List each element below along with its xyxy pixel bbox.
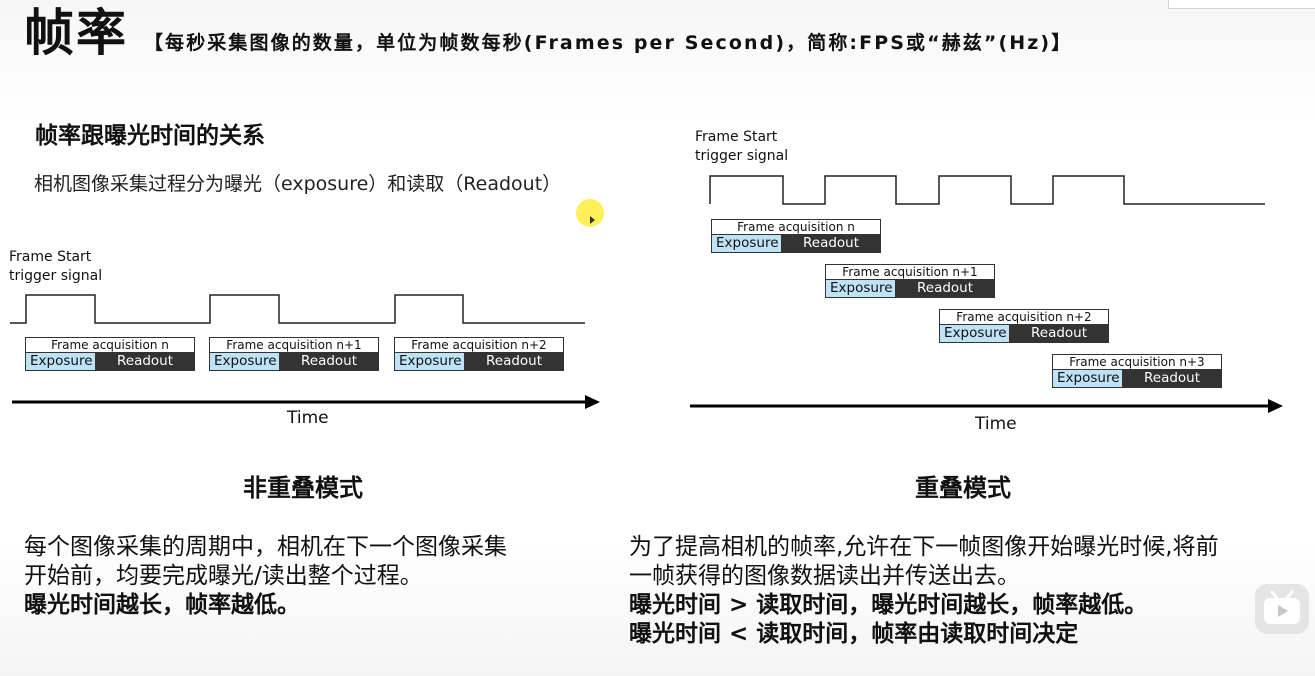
right-acquisition-n: Frame acquisition n Exposure Readout — [711, 219, 881, 253]
exposure-segment: Exposure — [394, 352, 464, 371]
right-trigger-label-line2: trigger signal — [695, 148, 789, 164]
readout-segment: Readout — [895, 279, 995, 298]
right-acquisition-n1: Frame acquisition n+1 Exposure Readout — [825, 264, 995, 298]
right-explanation-line1: 为了提高相机的帧率,允许在下一帧图像开始曝光时候,将前 — [629, 534, 1219, 560]
acquisition-label: Frame acquisition n+2 — [939, 309, 1109, 324]
right-explanation-emphasis2: 曝光时间 < 读取时间，帧率由读取时间决定 — [629, 621, 1079, 647]
right-trigger-label-line1: Frame Start — [695, 129, 778, 145]
left-trigger-label: Frame Start trigger signal — [9, 248, 102, 286]
left-acquisition-n2: Frame acquisition n+2 Exposure Readout — [394, 337, 564, 371]
left-explanation-emphasis: 曝光时间越长，帧率越低。 — [24, 592, 300, 618]
right-acquisition-n3: Frame acquisition n+3 Exposure Readout — [1052, 354, 1222, 388]
readout-segment: Readout — [279, 352, 379, 371]
left-explanation: 每个图像采集的周期中，相机在下一个图像采集 开始前，均要完成曝光/读出整个过程。… — [24, 533, 507, 620]
left-acquisition-n1: Frame acquisition n+1 Exposure Readout — [209, 337, 379, 371]
section-title: 帧率跟曝光时间的关系 — [35, 123, 265, 149]
acquisition-label: Frame acquisition n+3 — [1052, 354, 1222, 369]
slide-title: 帧率 — [24, 4, 128, 62]
right-trigger-label: Frame Start trigger signal — [695, 128, 788, 166]
right-mode-title: 重叠模式 — [915, 474, 1011, 502]
readout-segment: Readout — [464, 352, 564, 371]
right-explanation: 为了提高相机的帧率,允许在下一帧图像开始曝光时候,将前 一帧获得的图像数据读出并… — [629, 533, 1219, 649]
right-time-label: Time — [975, 414, 1017, 434]
readout-segment: Readout — [781, 234, 881, 253]
left-signal-diagram — [10, 294, 600, 409]
exposure-segment: Exposure — [825, 279, 895, 298]
readout-segment: Readout — [1009, 324, 1109, 343]
right-explanation-line2: 一帧获得的图像数据读出并传送出去。 — [629, 563, 1020, 589]
right-explanation-emphasis1: 曝光时间 > 读取时间，曝光时间越长，帧率越低。 — [629, 592, 1148, 618]
readout-segment: Readout — [1122, 369, 1222, 388]
right-signal-diagram — [690, 175, 1283, 413]
exposure-segment: Exposure — [209, 352, 279, 371]
cursor-arrow-icon — [590, 216, 595, 224]
left-explanation-line2: 开始前，均要完成曝光/读出整个过程。 — [24, 563, 423, 589]
acquisition-label: Frame acquisition n+2 — [394, 337, 564, 352]
left-explanation-line1: 每个图像采集的周期中，相机在下一个图像采集 — [24, 534, 507, 560]
readout-segment: Readout — [95, 352, 195, 371]
acquisition-label: Frame acquisition n — [711, 219, 881, 234]
exposure-segment: Exposure — [939, 324, 1009, 343]
top-right-frame — [1168, 0, 1315, 9]
acquisition-label: Frame acquisition n — [25, 337, 195, 352]
right-trigger-waveform — [709, 175, 1265, 205]
right-acquisition-n2: Frame acquisition n+2 Exposure Readout — [939, 309, 1109, 343]
left-trigger-label-line1: Frame Start — [9, 249, 92, 265]
slide-subtitle: 【每秒采集图像的数量，单位为帧数每秒(Frames per Second)，简称… — [144, 32, 1073, 54]
exposure-segment: Exposure — [25, 352, 95, 371]
exposure-segment: Exposure — [1052, 369, 1122, 388]
bilibili-tv-glyph — [1264, 590, 1300, 624]
left-trigger-waveform — [10, 294, 585, 324]
left-trigger-label-line2: trigger signal — [9, 268, 103, 284]
exposure-segment: Exposure — [711, 234, 781, 253]
left-time-label: Time — [287, 408, 329, 428]
acquisition-label: Frame acquisition n+1 — [825, 264, 995, 279]
bilibili-tv-icon[interactable] — [1255, 584, 1309, 634]
section-description: 相机图像采集过程分为曝光（exposure）和读取（Readout） — [34, 173, 562, 195]
left-time-arrowhead — [585, 395, 600, 409]
right-time-arrowhead — [1268, 399, 1283, 413]
left-acquisition-n: Frame acquisition n Exposure Readout — [25, 337, 195, 371]
acquisition-label: Frame acquisition n+1 — [209, 337, 379, 352]
left-mode-title: 非重叠模式 — [243, 474, 363, 502]
